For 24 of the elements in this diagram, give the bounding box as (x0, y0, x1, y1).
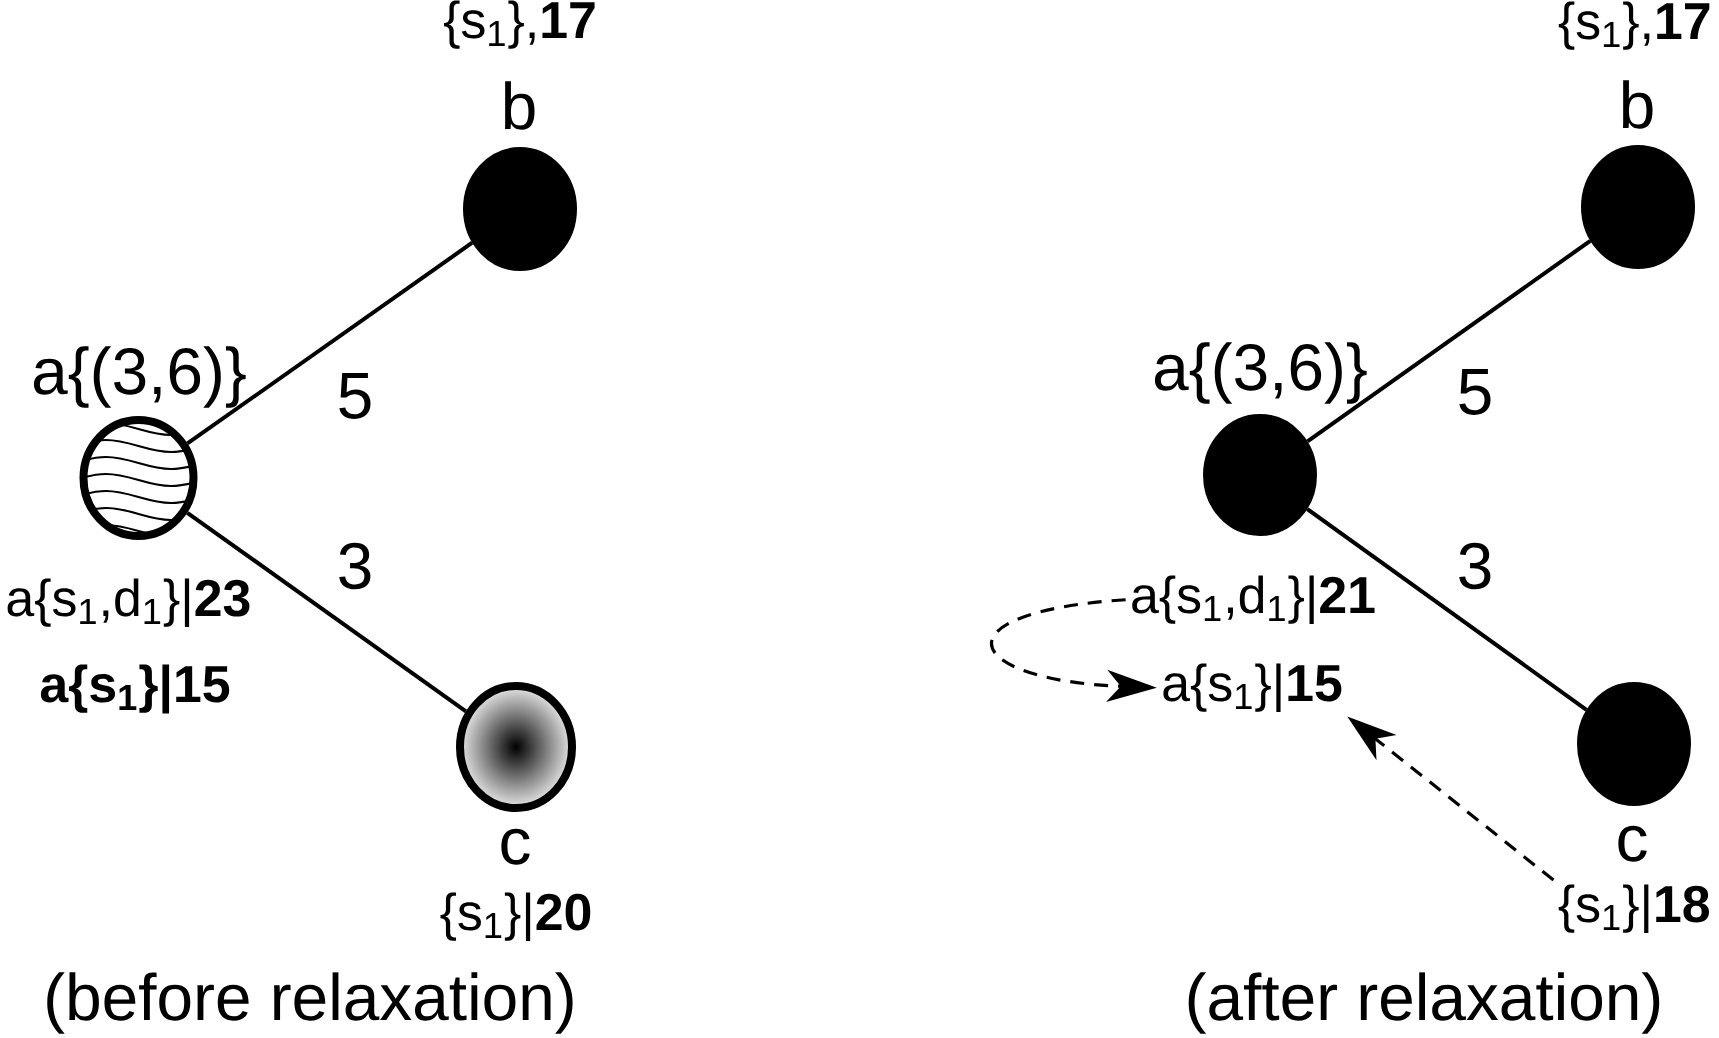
vertex-annotation: a{s$_{1}$}|15 (40, 664, 230, 714)
caption: (before relaxation) (47, 972, 573, 1034)
edge-line (1306, 507, 1588, 712)
vertex-label: b (1623, 80, 1653, 129)
vertex-annotation: {s$_{1}$},17 (1558, 1, 1710, 50)
vertex-annotation: a{s$_{1}$,d$_{1}$}|23 (7, 578, 250, 627)
vertex-label: b (504, 81, 535, 130)
annotation-text: {s$_{1}$}|18 (1558, 884, 1709, 933)
edge-label: 5 (339, 373, 371, 419)
annotation-text: a{s$_{1}$}|15 (1163, 663, 1342, 712)
edge-label: 3 (339, 542, 371, 590)
vertex-annotation: {s$_{1}$},17 (444, 0, 595, 49)
edge-line (186, 241, 474, 446)
vertex-label: a{(3,6)} (1154, 342, 1367, 404)
edge-label: 3 (1459, 542, 1491, 590)
caption: (after relaxation) (1188, 972, 1660, 1034)
vertex-label: c (501, 828, 530, 865)
edge-line (1306, 239, 1592, 443)
edge-line (186, 511, 468, 713)
vertex-label: a{(3,6)} (33, 346, 246, 408)
annotation-text: a{s$_{1}$,d$_{1}$}|21 (1132, 575, 1375, 624)
edge-label: 5 (1459, 369, 1491, 415)
vertex-annotation: {s$_{1}$}|20 (440, 892, 591, 941)
vertex-label: c (1618, 825, 1647, 862)
